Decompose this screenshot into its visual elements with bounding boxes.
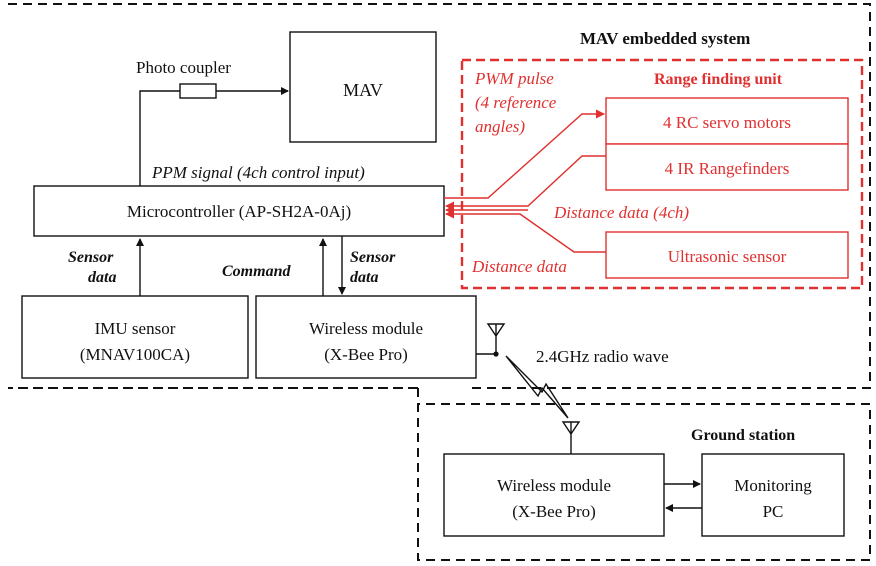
ground-station-frame [417, 388, 871, 561]
ground-wireless-label-2: (X-Bee Pro) [512, 502, 596, 521]
distance-label: Distance data [471, 257, 567, 276]
ppm-path [139, 90, 180, 186]
mav-system-frame [8, 3, 871, 389]
range-unit-title: Range finding unit [654, 71, 783, 88]
microcontroller-box [33, 185, 445, 237]
microcontroller-label: Microcontroller (AP-SH2A-0Aj) [127, 202, 351, 221]
ground-wireless-label-1: Wireless module [497, 476, 611, 495]
mav-label: MAV [343, 80, 383, 100]
sensor-data-right-2: data [350, 269, 378, 286]
ir-rangefinders-box [605, 143, 849, 191]
ultrasonic-sensor-box [605, 231, 849, 279]
wireless-module-box [255, 295, 477, 379]
command-label: Command [222, 263, 291, 280]
radio-wave-icon [505, 355, 569, 419]
sensor-data-left-2: data [88, 269, 116, 286]
ultrasonic-label: Ultrasonic sensor [668, 247, 787, 266]
ground-station-title: Ground station [691, 427, 795, 444]
sensor-data-left-1: Sensor [68, 249, 114, 266]
ir-distance-arrow [445, 155, 606, 211]
photo-coupler-label: Photo coupler [136, 58, 231, 77]
ultrasonic-distance-arrow [445, 209, 606, 253]
servo-label: 4 RC servo motors [663, 113, 791, 132]
ground-wireless-box [443, 453, 665, 537]
wireless-label-2: (X-Bee Pro) [324, 345, 408, 364]
radio-wave-label: 2.4GHz radio wave [536, 347, 669, 366]
distance-4ch-label: Distance data (4ch) [553, 203, 689, 222]
ir-label: 4 IR Rangefinders [665, 159, 790, 178]
imu-label-1: IMU sensor [95, 319, 176, 338]
pwm-label-3: angles) [475, 117, 525, 136]
monitoring-pc-box [701, 453, 845, 537]
range-finding-frame [460, 58, 864, 290]
wireless-label-1: Wireless module [309, 319, 423, 338]
monitoring-label-2: PC [763, 502, 784, 521]
mav-box [289, 31, 437, 143]
imu-sensor-box [21, 295, 249, 379]
ppm-signal-label: PPM signal (4ch control input) [151, 163, 365, 182]
mav-system-title: MAV embedded system [580, 29, 750, 48]
photo-coupler-box [179, 83, 217, 99]
antenna-icon [476, 323, 506, 357]
pwm-arrow [444, 109, 605, 199]
pwm-label-1: PWM pulse [474, 69, 554, 88]
pwm-label-2: (4 reference [475, 93, 557, 112]
monitoring-label-1: Monitoring [734, 476, 812, 495]
sensor-data-right-1: Sensor [350, 249, 396, 266]
imu-label-2: (MNAV100CA) [80, 345, 190, 364]
ground-antenna-icon [561, 421, 581, 454]
